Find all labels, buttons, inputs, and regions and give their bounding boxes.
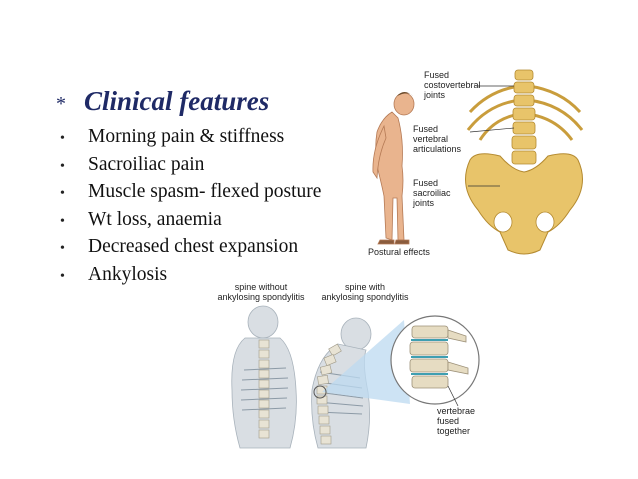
bullet-dot: • (60, 268, 65, 284)
bullet-list: • Morning pain & stiffness • Sacroiliac pa… (60, 126, 321, 291)
slide-title: Clinical features (84, 86, 270, 116)
label-fused-vertebral: Fused vertebral articulations (413, 124, 462, 154)
label-spine-without: spine without ankylosing spondylitis (217, 282, 305, 302)
label-vertebrae-fused: vertebrae fused together (437, 406, 476, 436)
bullet-text: Morning pain & stiffness (88, 126, 285, 147)
bullet-text: Ankylosis (88, 263, 168, 285)
label-spine-with: spine with ankylosing spondylitis (321, 282, 409, 302)
list-item: • Muscle spasm- flexed posture (60, 181, 321, 209)
spine-comparison-illustration (231, 305, 480, 449)
list-item: • Sacroiliac pain (60, 154, 321, 182)
label-fused-costovertebral: Fused costovertebral joints (424, 70, 481, 100)
list-item: • Decreased chest expansion (60, 236, 321, 264)
heading-bullet: * (56, 93, 66, 115)
bullet-text: Wt loss, anaemia (88, 208, 222, 230)
list-item: • Wt loss, anaemia (60, 209, 321, 237)
bullet-text: Sacroiliac pain (88, 153, 205, 175)
list-item: • Morning pain & stiffness (60, 126, 321, 154)
bullet-dot: • (60, 213, 65, 229)
bullet-dot: • (60, 186, 65, 201)
bullet-text: Muscle spasm- flexed posture (88, 181, 322, 202)
bullet-text: Decreased chest expansion (88, 236, 299, 257)
fused-spine-pelvis-illustration (465, 69, 584, 255)
stooped-figure-illustration (372, 92, 415, 245)
label-postural-effects: Postural effects (368, 247, 430, 257)
label-fused-sacroiliac: Fused sacroiliac joints (413, 178, 451, 208)
heading-row: * Clinical features (56, 86, 269, 117)
bullet-dot: • (60, 158, 65, 174)
list-item: • Ankylosis (60, 264, 321, 292)
bullet-dot: • (60, 131, 65, 146)
bullet-dot: • (60, 241, 65, 256)
